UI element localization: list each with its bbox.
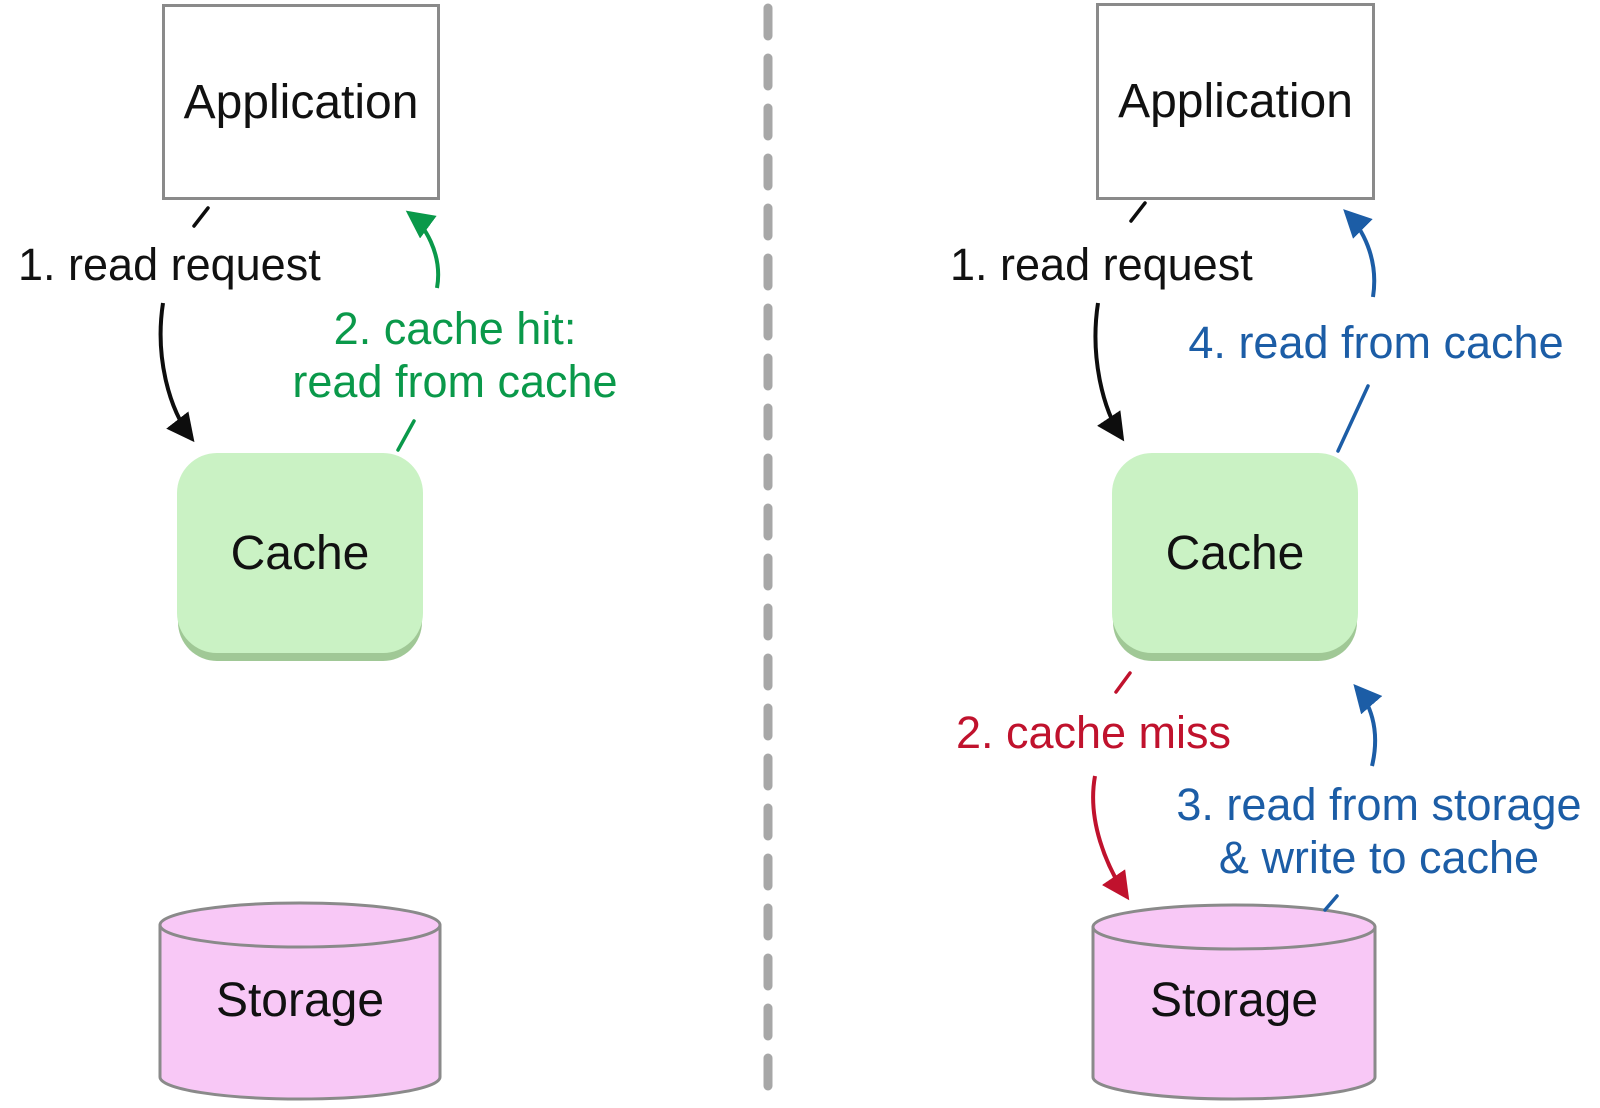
read-request-label-right: 1. read request	[950, 239, 1253, 290]
cache-hit-label-line1: 2. cache hit:	[333, 303, 577, 354]
write-to-cache-leader	[1323, 894, 1339, 912]
read-from-cache-leader	[1336, 384, 1370, 453]
cache-label-left: Cache	[230, 526, 370, 580]
read-from-storage-label: 3. read from storage & write to cache	[1173, 778, 1585, 884]
read-request-leader-left	[192, 206, 210, 228]
read-from-cache-arrow	[1343, 209, 1377, 298]
cache-node-right: Cache	[1112, 453, 1358, 653]
storage-label-left: Storage	[215, 973, 385, 1027]
application-label-right: Application	[1118, 75, 1353, 128]
read-request-arrow-right	[1093, 302, 1125, 442]
read-from-storage-label-line2: & write to cache	[1218, 832, 1540, 883]
cache-label-right: Cache	[1165, 526, 1305, 580]
cache-hit-label-line2: read from cache	[292, 356, 618, 407]
application-node-left: Application	[162, 4, 440, 200]
storage-label-right: Storage	[1149, 973, 1319, 1027]
cache-miss-leader	[1114, 671, 1132, 694]
cache-miss-arrow	[1091, 775, 1130, 901]
cache-hit-leader	[396, 419, 416, 452]
application-node-right: Application	[1096, 3, 1375, 200]
read-request-label-left: 1. read request	[18, 239, 321, 290]
cache-hit-arrow	[405, 210, 441, 289]
cache-node-left: Cache	[177, 453, 423, 653]
read-from-cache-label: 4. read from cache	[1188, 317, 1564, 368]
cache-miss-label: 2. cache miss	[955, 707, 1232, 758]
write-to-cache-arrow	[1353, 683, 1383, 767]
read-request-arrow-left	[158, 302, 195, 443]
application-label-left: Application	[183, 75, 419, 129]
read-request-leader-right	[1129, 201, 1147, 223]
cache-hit-label: 2. cache hit: read from cache	[255, 302, 655, 408]
read-from-storage-label-line1: 3. read from storage	[1176, 779, 1582, 830]
